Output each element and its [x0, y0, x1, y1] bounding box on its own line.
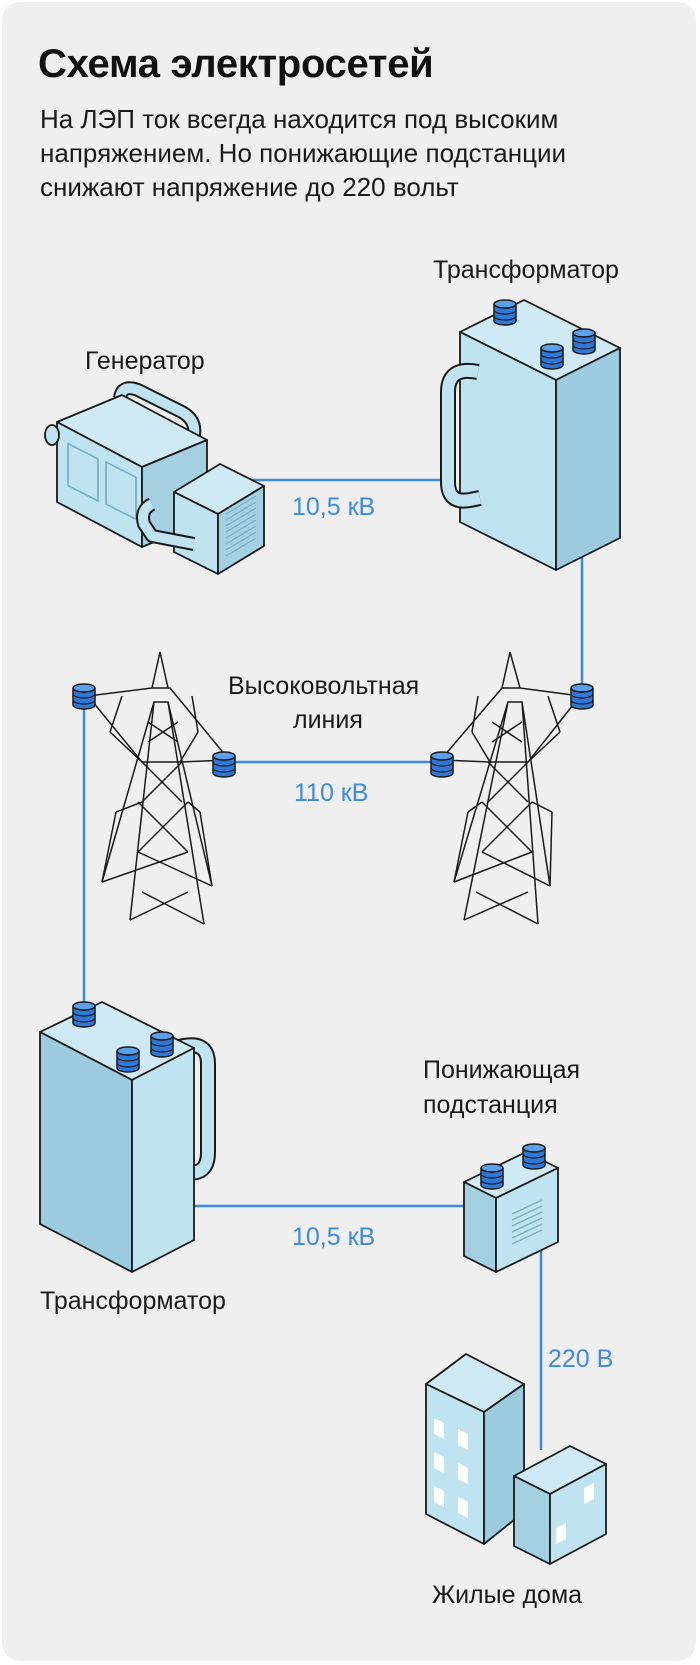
label-hv-line-2: линия [293, 706, 363, 734]
houses-icon [425, 1353, 607, 1565]
subtitle-line-2: напряжением. Но понижающие подстанции [40, 138, 567, 168]
voltage-generator-transformer: 10,5 кВ [292, 493, 375, 521]
node-labels: Генератор Трансформатор Высоковольтная л… [40, 256, 619, 1609]
voltage-transformer-substation: 10,5 кВ [292, 1223, 375, 1251]
label-substation-1: Понижающая [423, 1056, 580, 1084]
diagram-subtitle: На ЛЭП ток всегда находится под высоким … [40, 102, 680, 204]
transformer-top-icon [440, 299, 621, 571]
tower-right-icon [430, 651, 594, 925]
substation-icon [463, 1143, 559, 1273]
diagram-title: Схема электросетей [38, 42, 434, 86]
label-substation-2: подстанция [423, 1091, 558, 1119]
label-hv-line-1: Высоковольтная [228, 672, 419, 700]
label-houses: Жилые дома [432, 1581, 582, 1609]
label-transformer-bottom: Трансформатор [40, 1287, 226, 1315]
transformer-bottom-icon [39, 1001, 216, 1273]
subtitle-line-3: снижают напряжение до 220 вольт [40, 172, 459, 202]
voltage-substation-houses: 220 В [548, 1345, 613, 1373]
generator-icon [44, 381, 265, 575]
tower-left-icon [72, 651, 236, 925]
voltage-hv-line: 110 кВ [294, 779, 368, 807]
label-generator: Генератор [85, 347, 205, 375]
subtitle-line-1: На ЛЭП ток всегда находится под высоким [40, 104, 559, 134]
voltage-labels: 10,5 кВ 110 кВ 10,5 кВ 220 В [292, 493, 613, 1373]
label-transformer-top: Трансформатор [433, 256, 619, 284]
